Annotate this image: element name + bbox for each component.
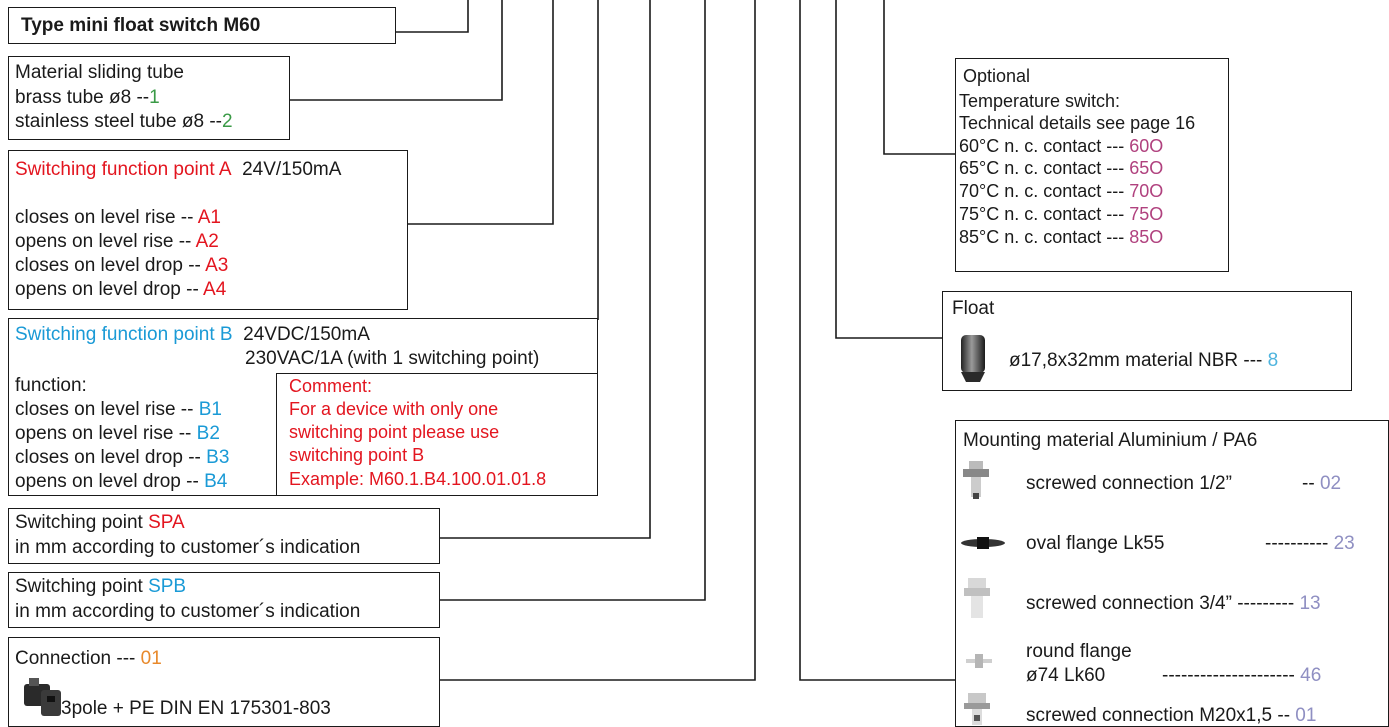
spb-label: Switching point SPB (15, 576, 187, 597)
spa-desc: in mm according to customer´s indication (15, 537, 361, 558)
line-material (290, 0, 503, 101)
float-text: ø17,8x32mm material NBR --- 8 (1009, 350, 1279, 371)
optional-line1: Temperature switch: (959, 91, 1121, 111)
point-b-heading: Switching function point B 24VDC/150mA (15, 324, 370, 345)
page-title: Type mini float switch M60 (21, 15, 261, 36)
comment-box: Comment: For a device with only one swit… (276, 373, 598, 496)
point-b-item: closes on level rise -- B1 (15, 399, 222, 420)
point-a-item: opens on level drop -- A4 (15, 279, 227, 300)
mounting-item-code: ---------- 23 (1265, 533, 1355, 554)
mounting-item-code: -- 02 (1302, 473, 1342, 494)
optional-heading: Optional (963, 66, 1031, 86)
optional-item: 65°C n. c. contact --- 65O (959, 158, 1164, 178)
optional-item: 70°C n. c. contact --- 70O (959, 181, 1164, 201)
oval-flange-icon (961, 537, 1005, 549)
point-b-item: closes on level drop -- B3 (15, 447, 230, 468)
point-b-function-label: function: (15, 375, 87, 396)
comment-line: switching point please use (289, 422, 500, 442)
point-b-rating2: 230VAC/1A (with 1 switching point) (245, 348, 540, 369)
line-title (396, 0, 469, 33)
point-a-item: opens on level rise -- A2 (15, 231, 219, 252)
comment-line: switching point B (289, 445, 425, 465)
line-spb (440, 0, 706, 601)
spb-box: Switching point SPB in mm according to c… (8, 572, 440, 628)
mounting-item: screwed connection M20x1,5 -- 01 (1026, 705, 1317, 726)
optional-item: 60°C n. c. contact --- 60O (959, 136, 1164, 156)
optional-line2: Technical details see page 16 (959, 113, 1196, 133)
round-flange-icon (966, 654, 992, 668)
spa-label: Switching point SPA (15, 512, 185, 533)
screwed-connection-three-quarter-icon (964, 578, 990, 618)
point-a-heading: Switching function point A 24V/150mA (15, 159, 342, 180)
optional-item: 75°C n. c. contact --- 75O (959, 204, 1164, 224)
line-connection (440, 0, 756, 681)
float-box: Float ø17,8x32mm material NBR --- 8 (942, 291, 1352, 391)
float-heading: Float (952, 298, 995, 319)
screwed-connection-m20-icon (964, 693, 990, 725)
mounting-item: screwed connection 3/4” --------- 13 (1026, 593, 1321, 614)
spb-desc: in mm according to customer´s indication (15, 601, 361, 622)
line-mounting (799, 0, 955, 681)
connection-box: Connection --- 01 3pole + PE DIN EN 1753… (8, 637, 440, 727)
material-heading: Material sliding tube (15, 62, 184, 83)
optional-box: Optional Temperature switch: Technical d… (955, 58, 1229, 272)
point-a-item: closes on level rise -- A1 (15, 207, 221, 228)
mounting-item: round flange (1026, 641, 1132, 662)
point-b-item: opens on level rise -- B2 (15, 423, 220, 444)
mounting-box: Mounting material Aluminium / PA6 screwe… (955, 420, 1389, 727)
point-a-item: closes on level drop -- A3 (15, 255, 229, 276)
spa-box: Switching point SPA in mm according to c… (8, 508, 440, 564)
comment-line: Comment: (289, 376, 373, 396)
connector-plug-icon (24, 678, 61, 716)
line-optional (883, 0, 955, 155)
comment-line: For a device with only one (289, 399, 499, 419)
connection-label: Connection --- 01 (15, 648, 162, 669)
mounting-item: ø74 Lk60 (1026, 665, 1106, 686)
mounting-item: screwed connection 1/2” (1026, 473, 1232, 494)
point-a-box: Switching function point A 24V/150mA clo… (8, 150, 408, 310)
line-spa (440, 0, 651, 539)
line-float (835, 0, 942, 339)
mounting-item-code: --------------------- 46 (1162, 665, 1322, 686)
screwed-connection-half-inch-icon (963, 461, 989, 499)
comment-line: Example: M60.1.B4.100.01.01.8 (289, 469, 547, 489)
material-item: brass tube ø8 --1 (15, 87, 160, 108)
point-b-item: opens on level drop -- B4 (15, 471, 228, 492)
mounting-heading: Mounting material Aluminium / PA6 (963, 430, 1258, 451)
title-box: Type mini float switch M60 (8, 7, 396, 44)
line-point-a (408, 0, 554, 225)
float-icon (961, 335, 985, 382)
connection-desc: 3pole + PE DIN EN 175301-803 (61, 698, 331, 719)
material-box: Material sliding tube brass tube ø8 --1 … (8, 56, 290, 140)
material-item: stainless steel tube ø8 --2 (15, 111, 233, 132)
mounting-item: oval flange Lk55 (1026, 533, 1165, 554)
optional-item: 85°C n. c. contact --- 85O (959, 227, 1164, 247)
